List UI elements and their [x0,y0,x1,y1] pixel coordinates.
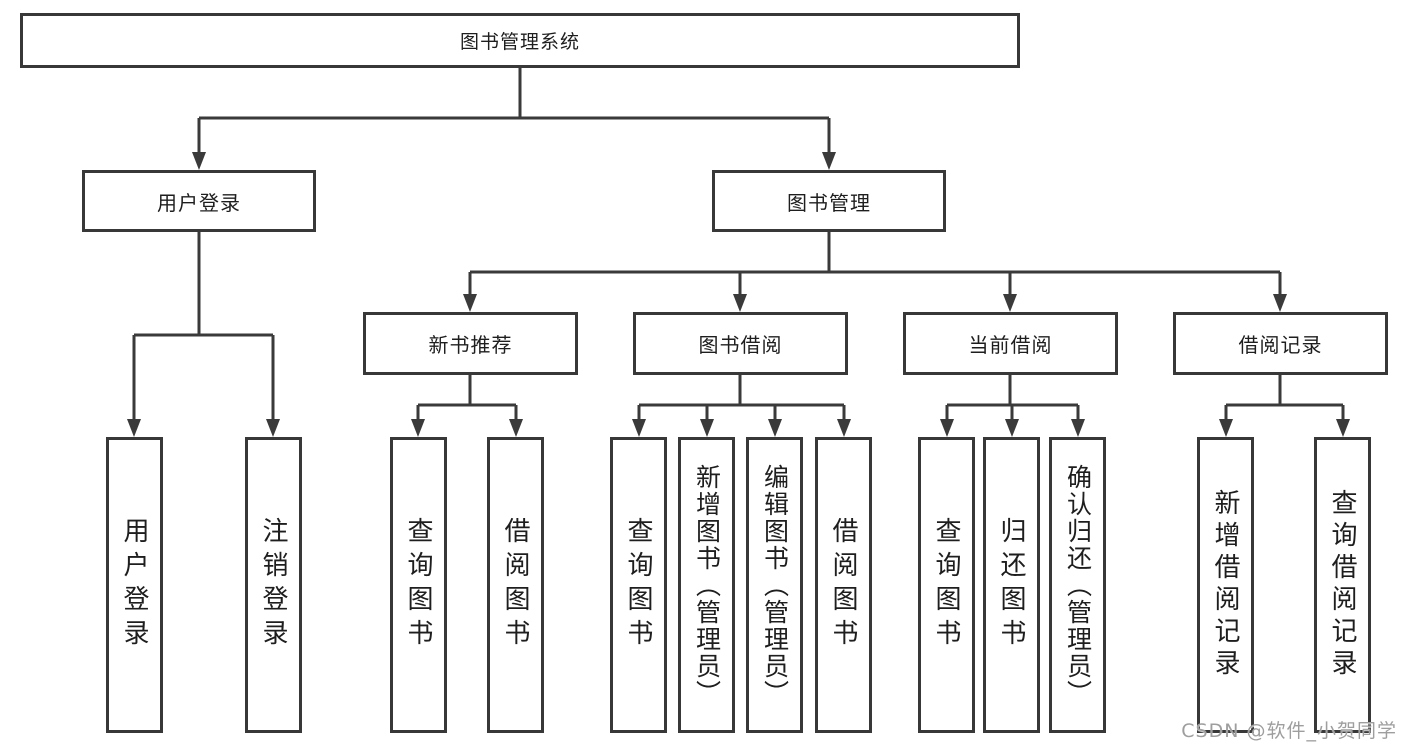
connector-book-borrow [637,375,846,420]
leaf-records-query-record: 查询借阅记录 [1314,437,1371,733]
leaf-current-confirm-return-admin: 确认归还（管理员） [1049,437,1106,733]
connector-borrow-records [1224,375,1345,420]
leaf-current-return-books: 归还图书 [983,437,1040,733]
connector-user-login [132,232,275,420]
connector-book-management [468,232,1282,296]
leaf-user-login: 用户登录 [106,437,163,733]
leaf-recommend-borrow-books: 借阅图书 [487,437,544,733]
leaf-recommend-query-books: 查询图书 [390,437,447,733]
watermark-text: CSDN @软件_小贺同学 [1181,720,1397,742]
node-current-borrow: 当前借阅 [903,312,1118,375]
arrowheads [127,152,1350,437]
leaf-logout: 注销登录 [245,437,302,733]
node-new-book-recommend: 新书推荐 [363,312,578,375]
node-library-management-system: 图书管理系统 [20,13,1020,68]
node-book-management: 图书管理 [712,170,946,232]
leaf-borrow-borrow-books: 借阅图书 [815,437,872,733]
node-borrow-records: 借阅记录 [1173,312,1388,375]
leaf-borrow-query-books: 查询图书 [610,437,667,733]
leaf-borrow-add-books-admin: 新增图书（管理员） [678,437,735,733]
leaf-records-add-record: 新增借阅记录 [1197,437,1254,733]
leaf-current-query-books: 查询图书 [918,437,975,733]
node-user-login: 用户登录 [82,170,316,232]
connector-new-book [416,375,518,420]
node-book-borrow: 图书借阅 [633,312,848,375]
leaf-borrow-edit-books-admin: 编辑图书（管理员） [746,437,803,733]
connector-current-borrow [945,375,1080,420]
connector-root [197,68,831,153]
